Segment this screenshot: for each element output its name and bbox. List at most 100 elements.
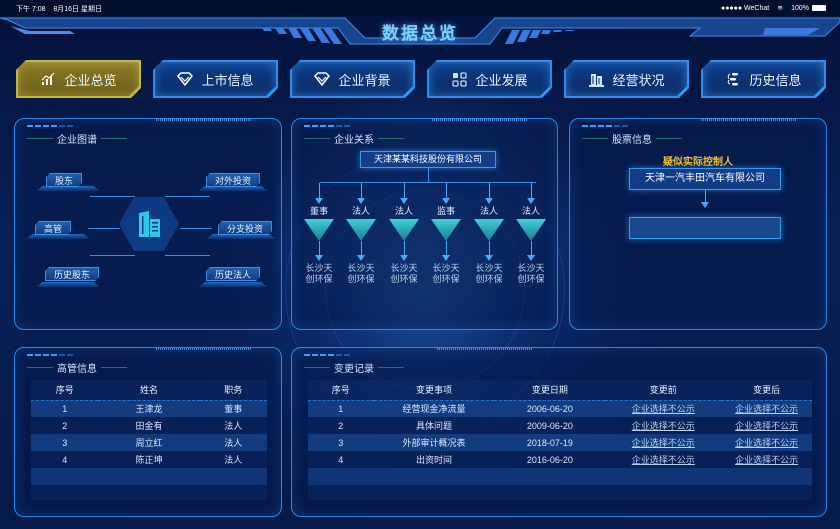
status-time: 下午 7:08 <box>16 6 46 13</box>
panel-title: 企业图谱 <box>27 131 127 146</box>
bar-chart-icon <box>40 71 56 87</box>
arrow-down-icon <box>315 198 323 204</box>
panel-hatch-decor <box>432 118 527 121</box>
nav-label: 经营状况 <box>612 72 665 88</box>
arrow-down-icon <box>485 198 493 204</box>
nav-tab-listing[interactable]: 上市信息 <box>153 60 278 98</box>
connector-line <box>165 196 210 197</box>
change-after-link[interactable]: 企业选择不公示 <box>721 451 812 468</box>
relation-name: 长沙天创环保 <box>517 263 545 284</box>
change-after-link[interactable]: 企业选择不公示 <box>721 434 812 451</box>
building-icon <box>139 211 160 237</box>
nav-tab-background[interactable]: 企业背景 <box>290 60 415 98</box>
graph-tag-history-legal-person[interactable]: 历史法人 <box>206 267 260 281</box>
column-header: 变更后 <box>721 380 812 401</box>
controller-company-box[interactable]: 天津一汽丰田汽车有限公司 <box>629 168 781 190</box>
change-before-link[interactable]: 企业选择不公示 <box>605 434 722 451</box>
arrow-down-icon <box>400 198 408 204</box>
diamond-icon <box>314 71 330 87</box>
page-title: 数据总览 <box>382 24 458 43</box>
nav-tab-development[interactable]: 企业发展 <box>427 60 552 98</box>
connector-line <box>88 228 120 229</box>
funnel-icon <box>516 219 546 241</box>
nav-tab-overview[interactable]: 企业总览 <box>16 60 141 98</box>
panel-hatch-decor <box>156 118 251 121</box>
carrier-label: ●●●●● WeChat <box>720 4 770 12</box>
relation-name: 长沙天创环保 <box>390 263 418 284</box>
arrow-down-icon <box>527 255 535 261</box>
grid-icon <box>451 71 467 87</box>
controlled-entity-box[interactable] <box>629 217 781 239</box>
connector-line <box>90 196 135 197</box>
panel-title: 变更记录 <box>304 360 404 375</box>
nav-label: 企业发展 <box>475 72 528 88</box>
column-header: 变更前 <box>605 380 722 401</box>
controller-label: 疑似实际控制人 <box>663 157 733 168</box>
column-header: 姓名 <box>98 380 200 401</box>
connector-line <box>180 228 212 229</box>
panel-dots-decor <box>304 125 350 127</box>
relation-node[interactable]: 法人 长沙天创环保 <box>341 183 381 285</box>
relation-node[interactable]: 监事 长沙天创环保 <box>426 183 466 285</box>
graph-tag-shareholder[interactable]: 股东 <box>46 173 82 187</box>
arrow-down-icon <box>315 255 323 261</box>
panel-dots-decor <box>304 354 350 356</box>
panel-hatch-decor <box>156 347 251 350</box>
relation-role: 法人 <box>521 206 540 216</box>
panel-title: 高管信息 <box>27 360 127 375</box>
graph-tag-branch-investment[interactable]: 分支投资 <box>218 221 272 235</box>
column-header: 变更事项 <box>373 380 495 401</box>
status-right: ●●●●● WeChat ≋ 100% <box>721 4 826 12</box>
arrow-connector <box>701 190 709 208</box>
nav-tab-history[interactable]: 历史信息 <box>701 60 826 98</box>
relation-node[interactable]: 法人 长沙天创环保 <box>511 183 551 285</box>
change-before-link[interactable]: 企业选择不公示 <box>605 451 722 468</box>
nav-label: 历史信息 <box>749 72 802 88</box>
relation-node[interactable]: 法人 长沙天创环保 <box>469 183 509 285</box>
change-before-link[interactable]: 企业选择不公示 <box>605 400 722 417</box>
tag-base-decor <box>198 186 268 191</box>
battery-icon <box>812 4 826 11</box>
panel-title: 股票信息 <box>582 131 682 146</box>
funnel-icon <box>389 219 419 241</box>
stock-info-panel: 股票信息 疑似实际控制人 天津一汽丰田汽车有限公司 <box>569 118 827 330</box>
arrow-down-icon <box>527 198 535 204</box>
panel-hatch-decor <box>437 347 532 350</box>
change-after-link[interactable]: 企业选择不公示 <box>721 400 812 417</box>
funnel-icon <box>304 219 334 241</box>
connector-line <box>90 255 135 256</box>
relation-name: 长沙天创环保 <box>305 263 333 284</box>
table-row-empty <box>31 468 267 485</box>
graph-tag-executive[interactable]: 高管 <box>35 221 71 235</box>
status-bar: 下午 7:08 8月16日 星期日 ●●●●● WeChat ≋ 100% <box>0 0 840 16</box>
column-header: 职务 <box>199 380 267 401</box>
change-before-link[interactable]: 企业选择不公示 <box>605 417 722 434</box>
header-frame-graphic <box>0 17 840 45</box>
nav-tab-operations[interactable]: 经营状况 <box>564 60 689 98</box>
tag-base-decor <box>36 282 100 287</box>
table-row-empty <box>308 468 812 485</box>
tag-base-decor <box>198 282 268 287</box>
company-hexagon[interactable] <box>119 197 179 251</box>
relation-node[interactable]: 董事 长沙天创环保 <box>299 183 339 285</box>
relation-name: 长沙天创环保 <box>475 263 503 284</box>
arrow-down-icon <box>701 202 709 208</box>
relation-node[interactable]: 法人 长沙天创环保 <box>384 183 424 285</box>
graph-tag-history-shareholder[interactable]: 历史股东 <box>45 267 99 281</box>
change-after-link[interactable]: 企业选择不公示 <box>721 417 812 434</box>
graph-tag-outbound-investment[interactable]: 对外投资 <box>206 173 260 187</box>
status-left: 下午 7:08 8月16日 星期日 <box>16 4 102 14</box>
company-name-box[interactable]: 天津某某科技股份有限公司 <box>360 151 496 168</box>
